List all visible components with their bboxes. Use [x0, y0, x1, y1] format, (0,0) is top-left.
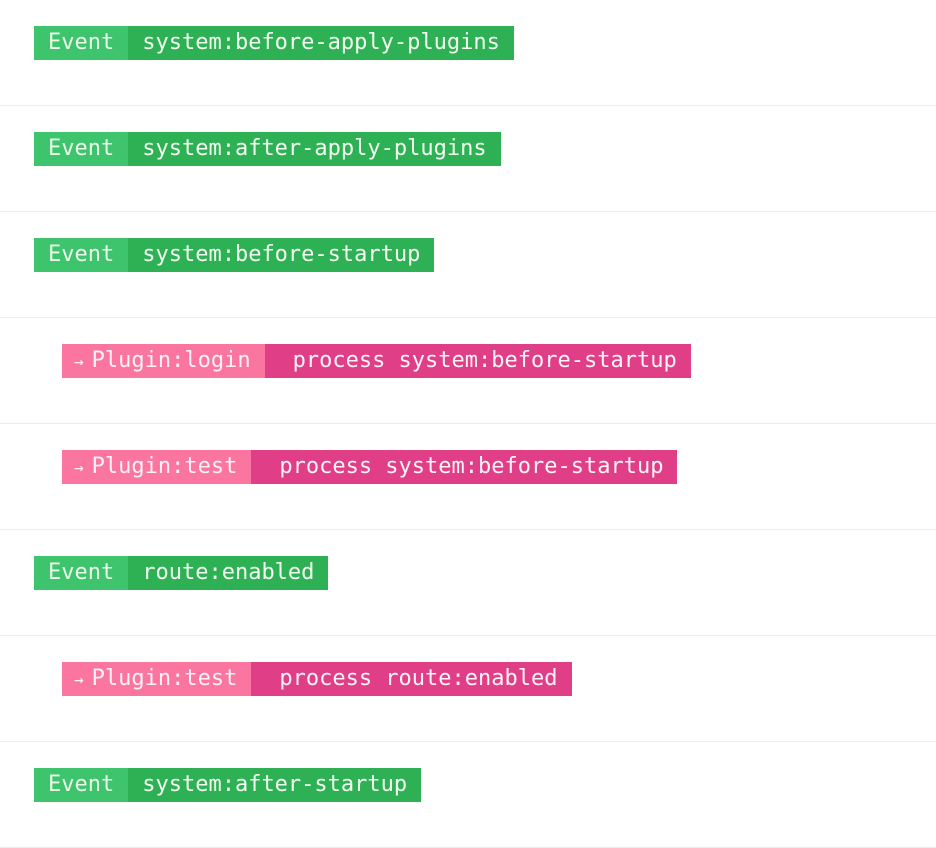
log-entry-plugin: → Plugin:login process system:before-star… — [0, 318, 936, 424]
event-name: route:enabled — [128, 556, 329, 590]
event-badge: Event system:before-apply-plugins — [34, 26, 514, 60]
event-badge: Event route:enabled — [34, 556, 329, 590]
event-tag: Event — [34, 238, 129, 272]
plugin-action: process route:enabled — [251, 662, 572, 696]
event-tag: Event — [34, 132, 129, 166]
plugin-tag: → Plugin:test — [62, 662, 252, 696]
plugin-badge: → Plugin:test process route:enabled — [62, 662, 572, 696]
plugin-name: Plugin:test — [91, 666, 238, 691]
event-tag: Event — [34, 26, 129, 60]
plugin-action: process system:before-startup — [264, 344, 691, 378]
event-name: system:after-apply-plugins — [128, 132, 501, 166]
event-name: system:after-startup — [128, 768, 422, 802]
log-entry-plugin: → Plugin:test process system:before-start… — [0, 424, 936, 530]
event-name: system:before-startup — [128, 238, 435, 272]
log-entry-event: Event system:before-startup — [0, 212, 936, 318]
event-badge: Event system:after-apply-plugins — [34, 132, 501, 166]
plugin-name: Plugin:login — [91, 348, 251, 373]
event-tag: Event — [34, 768, 129, 802]
log-entry-event: Event system:after-apply-plugins — [0, 106, 936, 212]
plugin-action: process system:before-startup — [251, 450, 678, 484]
plugin-badge: → Plugin:test process system:before-start… — [62, 450, 678, 484]
event-badge: Event system:before-startup — [34, 238, 435, 272]
arrow-right-icon: → — [74, 458, 84, 477]
plugin-tag: → Plugin:login — [62, 344, 265, 378]
event-badge: Event system:after-startup — [34, 768, 422, 802]
log-entry-event: Event system:after-startup — [0, 742, 936, 848]
event-name: system:before-apply-plugins — [128, 26, 514, 60]
arrow-right-icon: → — [74, 352, 84, 371]
plugin-name: Plugin:test — [91, 454, 238, 479]
log-entry-event: Event route:enabled — [0, 530, 936, 636]
event-tag: Event — [34, 556, 129, 590]
plugin-badge: → Plugin:login process system:before-star… — [62, 344, 691, 378]
log-entry-plugin: → Plugin:test process route:enabled — [0, 636, 936, 742]
log-entry-event: Event system:before-apply-plugins — [0, 0, 936, 106]
plugin-tag: → Plugin:test — [62, 450, 252, 484]
arrow-right-icon: → — [74, 670, 84, 689]
